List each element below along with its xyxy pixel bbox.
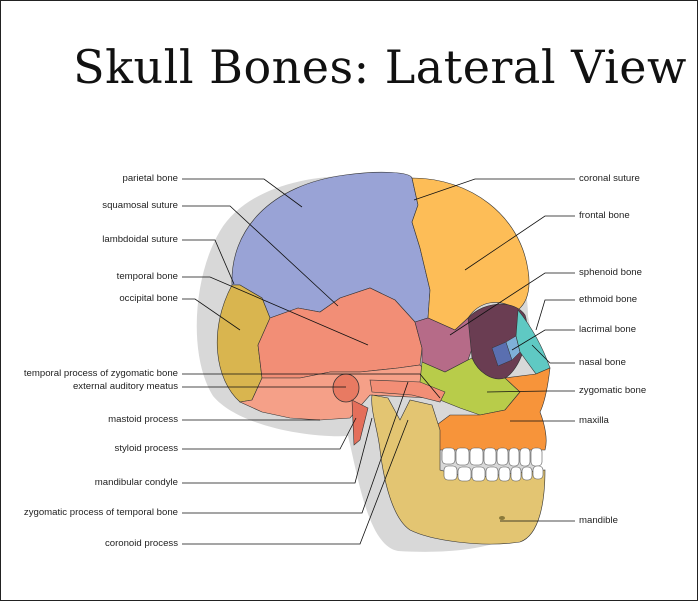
label-mandibular-condyle: mandibular condyle — [94, 477, 178, 488]
label-lambdoidal-suture: lambdoidal suture — [102, 234, 178, 245]
label-temporal-bone: temporal bone — [116, 271, 178, 282]
mandible-shape — [371, 394, 546, 545]
upper-teeth — [441, 447, 543, 467]
label-coronoid-process: coronoid process — [104, 538, 178, 549]
nasal-bone-shape — [515, 309, 551, 375]
label-maxilla: maxilla — [579, 415, 609, 426]
label-mastoid-process: mastoid process — [108, 414, 178, 425]
label-parietal-bone: parietal bone — [122, 173, 178, 184]
mental-foramen — [499, 516, 505, 520]
lower-teeth — [443, 465, 544, 482]
label-mandible: mandible — [579, 515, 618, 526]
external-auditory-meatus-shape — [332, 373, 360, 403]
label-frontal-bone: frontal bone — [579, 210, 630, 221]
label-zygomatic-bone: zygomatic bone — [579, 385, 647, 396]
page-title: Skull Bones: Lateral View — [73, 40, 687, 94]
label-nasal-bone: nasal bone — [579, 357, 626, 368]
label-coronal-suture: coronal suture — [579, 173, 640, 184]
label-squamosal-suture: squamosal suture — [102, 200, 178, 211]
label-lacrimal-bone: lacrimal bone — [579, 324, 637, 335]
label-sphenoid-bone: sphenoid bone — [579, 267, 642, 278]
label-temporal-process-zygomatic: temporal process of zygomatic bone — [23, 368, 178, 379]
zygomatic-bone — [419, 357, 521, 416]
label-styloid-process: styloid process — [114, 443, 178, 454]
label-occipital-bone: occipital bone — [119, 293, 178, 304]
label-ethmoid-bone: ethmoid bone — [579, 294, 638, 305]
zygomatic-arch — [369, 379, 446, 403]
leader-lines-right — [413, 178, 575, 522]
label-zygomatic-process-temporal: zygomatic process of temporal bone — [23, 507, 178, 518]
label-external-auditory-meatus: external auditory meatus — [72, 381, 178, 392]
leader-lines-left — [182, 178, 441, 545]
styloid-process-shape — [351, 399, 369, 446]
